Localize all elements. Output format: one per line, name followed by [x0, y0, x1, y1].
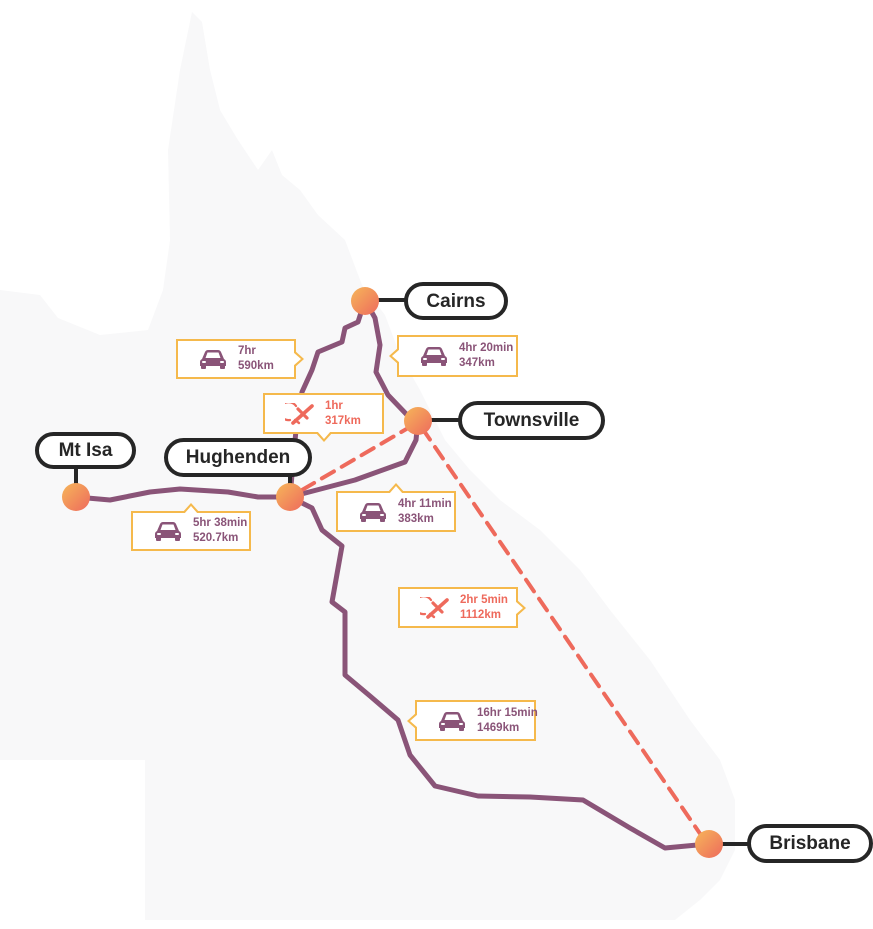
airplane-icon [285, 403, 315, 425]
queensland-landmass [0, 12, 735, 920]
route-time: 4hr 11min [398, 497, 452, 510]
flight-townsville-brisbane [420, 426, 705, 840]
route-info-hughenden-townsville-car: 4hr 11min 383km [336, 483, 456, 532]
route-distance: 520.7km [193, 532, 239, 544]
city-label-cairns[interactable]: Cairns [404, 282, 508, 320]
car-icon [419, 345, 449, 367]
airplane-icon [420, 597, 450, 619]
flight-hughenden-townsville [300, 422, 417, 492]
city-label-brisbane[interactable]: Brisbane [747, 824, 873, 863]
road-mtisa-hughenden [73, 486, 293, 503]
city-marker-townsville[interactable] [404, 407, 432, 435]
route-info-mtisa-hughenden-car: 5hr 38min 520.7km [131, 503, 251, 551]
car-icon [358, 501, 388, 523]
city-marker-brisbane[interactable] [695, 830, 723, 858]
route-time: 2hr 5min [460, 593, 508, 606]
route-time: 4hr 20min [459, 342, 514, 354]
road-hughenden-brisbane [287, 494, 711, 851]
route-time: 7hr [238, 345, 256, 357]
city-marker-mt-isa[interactable] [62, 483, 90, 511]
route-distance: 317km [325, 414, 361, 427]
route-distance: 1112km [460, 608, 501, 621]
city-label-hughenden[interactable]: Hughenden [164, 438, 312, 477]
route-info-hughenden-brisbane-car: 16hr 15min 1469km [407, 700, 538, 741]
car-icon [437, 710, 467, 732]
route-distance: 590km [238, 360, 274, 372]
city-label-mt-isa[interactable]: Mt Isa [35, 432, 136, 469]
road-cairns-townsville [362, 297, 413, 421]
car-icon [198, 348, 228, 370]
route-distance: 347km [459, 357, 495, 369]
route-distance: 1469km [477, 721, 520, 734]
route-time: 16hr 15min [477, 706, 538, 719]
route-time: 1hr [325, 399, 343, 412]
city-label-townsville[interactable]: Townsville [458, 401, 605, 440]
route-distance: 383km [398, 512, 434, 525]
route-info-hughenden-townsville-flight: 1hr 317km [263, 393, 384, 442]
route-info-cairns-hughenden-car: 7hr 590km [176, 339, 304, 379]
city-marker-hughenden[interactable] [276, 483, 304, 511]
route-info-cairns-townsville-car: 4hr 20min 347km [389, 335, 518, 377]
route-time: 5hr 38min [193, 517, 248, 529]
city-marker-cairns[interactable] [351, 287, 379, 315]
car-icon [153, 520, 183, 542]
route-info-townsville-brisbane-flight: 2hr 5min 1112km [398, 587, 526, 628]
